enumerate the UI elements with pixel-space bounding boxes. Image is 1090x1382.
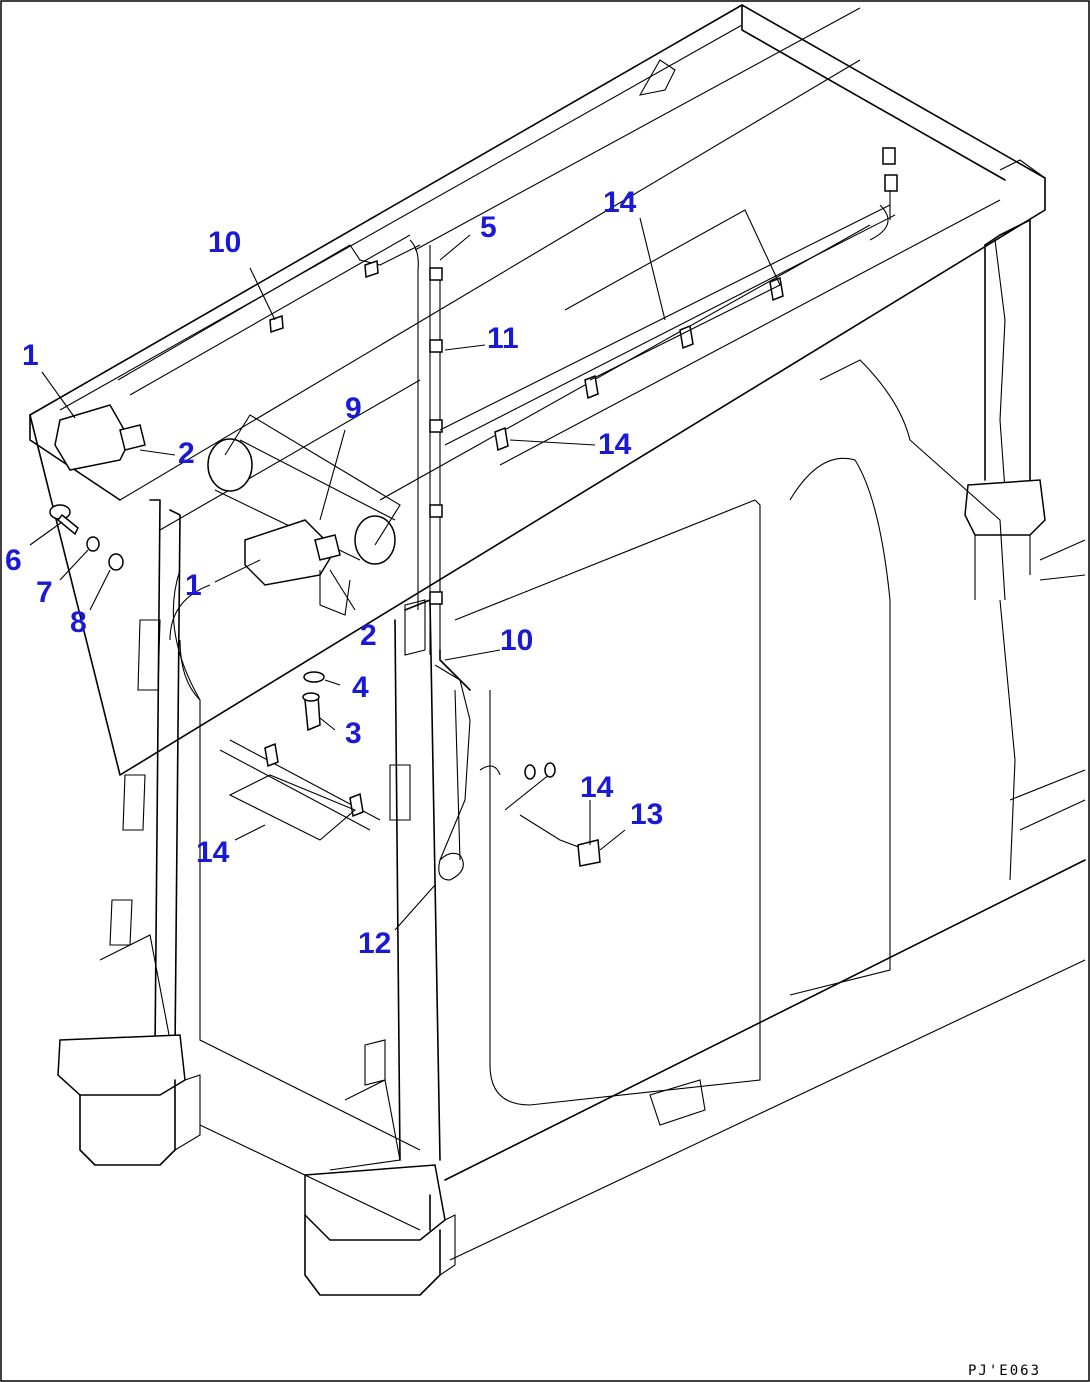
clamps — [264, 259, 784, 818]
callout-10: 10 — [208, 226, 241, 259]
callout-13: 13 — [630, 798, 663, 831]
callout-14: 14 — [580, 771, 614, 804]
roof-frame — [29, 4, 1046, 776]
callout-9: 9 — [345, 392, 362, 425]
rear-right-post — [964, 219, 1046, 600]
callout-14: 14 — [196, 836, 230, 869]
left-front-post — [57, 499, 201, 1166]
callout-14: 14 — [603, 186, 637, 219]
callout-14: 14 — [598, 428, 632, 461]
leader-lines — [29, 217, 666, 931]
fasteners — [49, 504, 325, 732]
drawing-reference: PJ'E063 — [968, 1363, 1041, 1379]
callout-5: 5 — [480, 211, 497, 244]
callout-12: 12 — [358, 927, 391, 960]
callout-11: 11 — [487, 322, 519, 355]
callout-8: 8 — [70, 606, 87, 639]
cab-body — [172, 359, 1086, 1261]
detail-frames — [224, 209, 781, 841]
callout-7: 7 — [36, 576, 53, 609]
callout-4: 4 — [352, 671, 369, 704]
callout-1: 1 — [185, 569, 202, 602]
callout-1: 1 — [22, 339, 39, 372]
center-front-post — [304, 599, 456, 1296]
callout-10: 10 — [500, 624, 533, 657]
callout-labels: 1 1 2 2 3 4 5 6 7 8 9 10 10 11 12 13 14 … — [5, 186, 663, 960]
callout-3: 3 — [345, 717, 362, 750]
wiring-harness — [169, 147, 898, 881]
callout-2: 2 — [178, 437, 195, 470]
brackets — [54, 404, 351, 616]
callout-6: 6 — [5, 544, 22, 577]
callout-2: 2 — [360, 619, 377, 652]
